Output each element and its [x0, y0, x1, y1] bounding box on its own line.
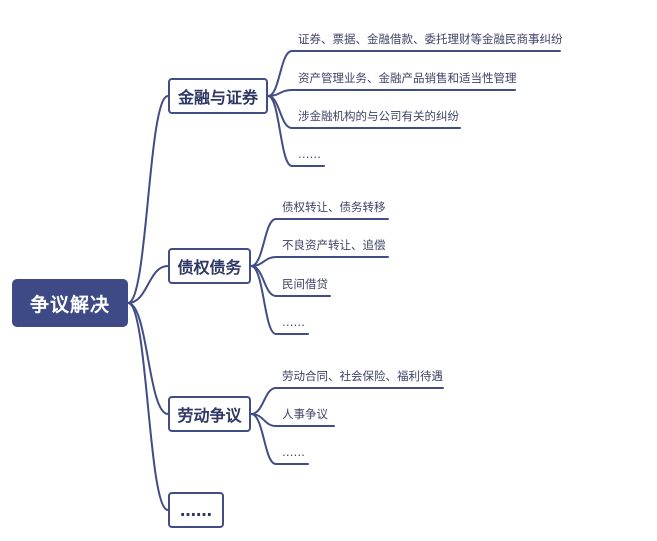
- connector-branch-2-leaf-1: [250, 218, 277, 267]
- leaf-item: 资产管理业务、金融产品销售和适当性管理: [298, 71, 517, 85]
- leaf-item: 债权转让、债务转移: [282, 200, 386, 214]
- leaf-item: 人事争议: [282, 407, 328, 421]
- connector-branch-1-leaf-3: [267, 95, 293, 129]
- connector-branch-1-leaf-1: [267, 50, 293, 97]
- connector-branch-2-leaf-2: [250, 256, 277, 267]
- leaf-item: 不良资产转让、追偿: [282, 238, 386, 252]
- connector-root-to-branch-1: [127, 95, 169, 304]
- branch-node-more[interactable]: ……: [168, 492, 224, 528]
- root-node[interactable]: 争议解决: [12, 279, 128, 327]
- connector-root-to-branch-2: [127, 265, 169, 304]
- connector-root-to-branch-4: [127, 302, 169, 511]
- connector-branch-3-leaf-3: [250, 413, 277, 465]
- connector-branch-3-leaf-1: [250, 387, 277, 415]
- leaf-item: ……: [298, 147, 321, 161]
- leaf-item: 涉金融机构的与公司有关的纠纷: [298, 109, 459, 123]
- connector-branch-1-leaf-4: [267, 95, 293, 167]
- connector-branch-2-leaf-4: [250, 265, 277, 335]
- connector-branch-2-leaf-3: [250, 265, 277, 297]
- branch-node-debt[interactable]: 债权债务: [168, 248, 251, 284]
- branch-node-labor-dispute[interactable]: 劳动争议: [168, 396, 251, 432]
- leaf-item: 证券、票据、金融借款、委托理财等金融民商事纠纷: [298, 32, 563, 46]
- leaf-item: ……: [282, 445, 305, 459]
- leaf-item: ……: [282, 315, 305, 329]
- connector-root-to-branch-3: [127, 302, 169, 415]
- leaf-item: 民间借贷: [282, 277, 328, 291]
- branch-node-finance-securities[interactable]: 金融与证券: [168, 78, 268, 114]
- leaf-item: 劳动合同、社会保险、福利待遇: [282, 369, 443, 383]
